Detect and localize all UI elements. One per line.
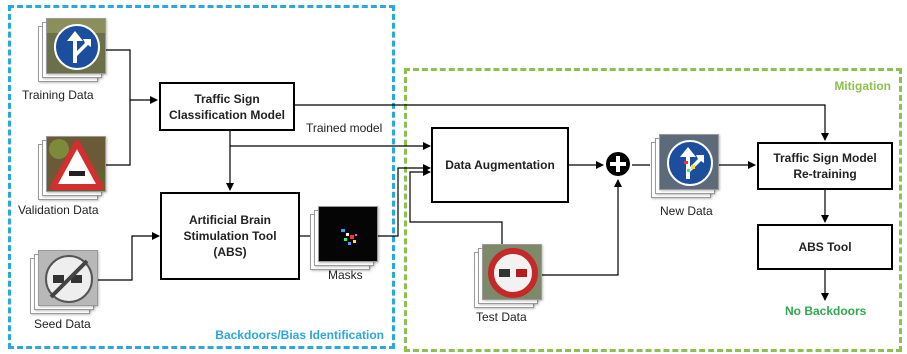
validation-data-label: Validation Data [18,203,99,217]
backdoor-identification-region: Backdoors/Bias Identification [8,5,395,349]
edge-model-to-retraining [295,104,829,141]
abs-box-line3: (ABS) [213,245,247,259]
augmented-sign-icon [659,134,719,190]
edge-test-to-augmentation [409,168,503,244]
blue-direction-sign-icon [46,18,106,74]
no-overtaking-sign-icon [38,250,98,306]
triangle-warning-sign-icon [46,136,106,192]
edge-training-to-model [97,49,158,104]
seed-data-label: Seed Data [34,317,91,331]
training-data-label: Training Data [22,88,94,102]
edge-seed-to-abs [97,232,160,281]
classification-model-box: Traffic Sign Classification Model [159,82,295,131]
mitigation-region: Mitigation [404,68,902,352]
edge-test-to-plus [538,179,622,276]
abs-tool-final-box: ABS Tool [757,224,893,270]
abs-tool-box: Artificial Brain Stimulation Tool (ABS) [160,192,300,280]
no-overtaking-sign-icon [482,244,542,300]
abs-tool-final-label: ABS Tool [798,240,852,254]
edge-validation-to-model [97,100,131,166]
abs-box-line2: Stimulation Tool [183,229,277,243]
data-augmentation-label: Data Augmentation [445,158,555,172]
test-data-label: Test Data [476,310,527,324]
no-backdoors-result: No Backdoors [785,304,867,318]
edge-masks-to-augmentation [376,164,431,237]
model-retraining-box: Traffic Sign Model Re-training [757,142,893,190]
backdoor-region-label: Backdoors/Bias Identification [215,328,384,342]
classification-model-line1: Traffic Sign [194,91,260,106]
model-retraining-line2: Re-training [793,167,857,181]
data-augmentation-box: Data Augmentation [431,127,569,203]
new-data-label: New Data [660,204,713,218]
masks-label: Masks [328,268,363,282]
abs-box-line1: Artificial Brain [188,213,271,227]
model-retraining-line1: Traffic Sign Model [773,151,877,165]
mitigation-region-label: Mitigation [834,79,891,93]
activation-mask-icon [318,206,378,262]
combine-plus-icon [606,152,630,176]
trained-model-label: Trained model [306,121,383,135]
classification-model-line2: Classification Model [168,107,286,122]
